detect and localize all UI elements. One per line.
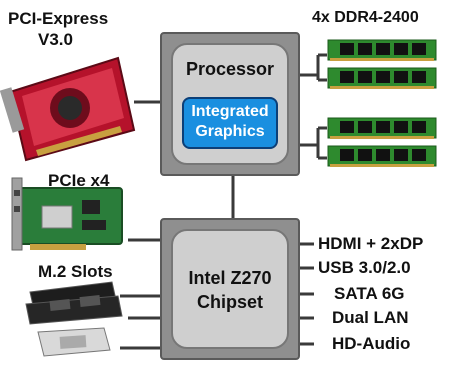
chipset-label-line1: Intel Z270	[188, 268, 272, 288]
memory-label: 4x DDR4-2400	[312, 9, 419, 26]
integrated-graphics-block: Integrated Graphics	[182, 97, 278, 149]
left-io-links	[120, 238, 160, 350]
pcie-x4-card-image	[11, 177, 123, 251]
memory-link	[300, 53, 327, 160]
processor-die: Processor Integrated Graphics	[171, 43, 289, 165]
igfx-label-line2: Graphics	[195, 123, 265, 140]
dimm-modules-image	[327, 39, 437, 167]
chipset-chip: Intel Z270 Chipset	[160, 218, 300, 360]
processor-chip: Processor Integrated Graphics	[160, 32, 300, 176]
processor-label: Processor	[185, 59, 275, 79]
io-label-hdmi-dp: HDMI + 2xDP	[318, 234, 424, 253]
pcie-gpu-label-line2: V3.0	[38, 30, 73, 49]
io-label-sata: SATA 6G	[334, 284, 405, 303]
pcie-x4-label: PCIe x4	[48, 171, 110, 190]
io-label-lan: Dual LAN	[332, 308, 409, 327]
chipset-label-line2: Chipset	[196, 292, 263, 312]
io-label-audio: HD-Audio	[332, 334, 411, 353]
right-io-links	[300, 242, 314, 346]
chipset-die: Intel Z270 Chipset	[171, 229, 289, 349]
m2-slots-label: M.2 Slots	[38, 262, 113, 281]
igfx-label-line1: Integrated	[191, 103, 269, 120]
pcie-gpu-label-line1: PCI-Express	[8, 9, 109, 28]
io-label-usb: USB 3.0/2.0	[318, 258, 411, 277]
m2-modules-image	[25, 281, 123, 357]
graphics-card-image	[0, 56, 136, 162]
